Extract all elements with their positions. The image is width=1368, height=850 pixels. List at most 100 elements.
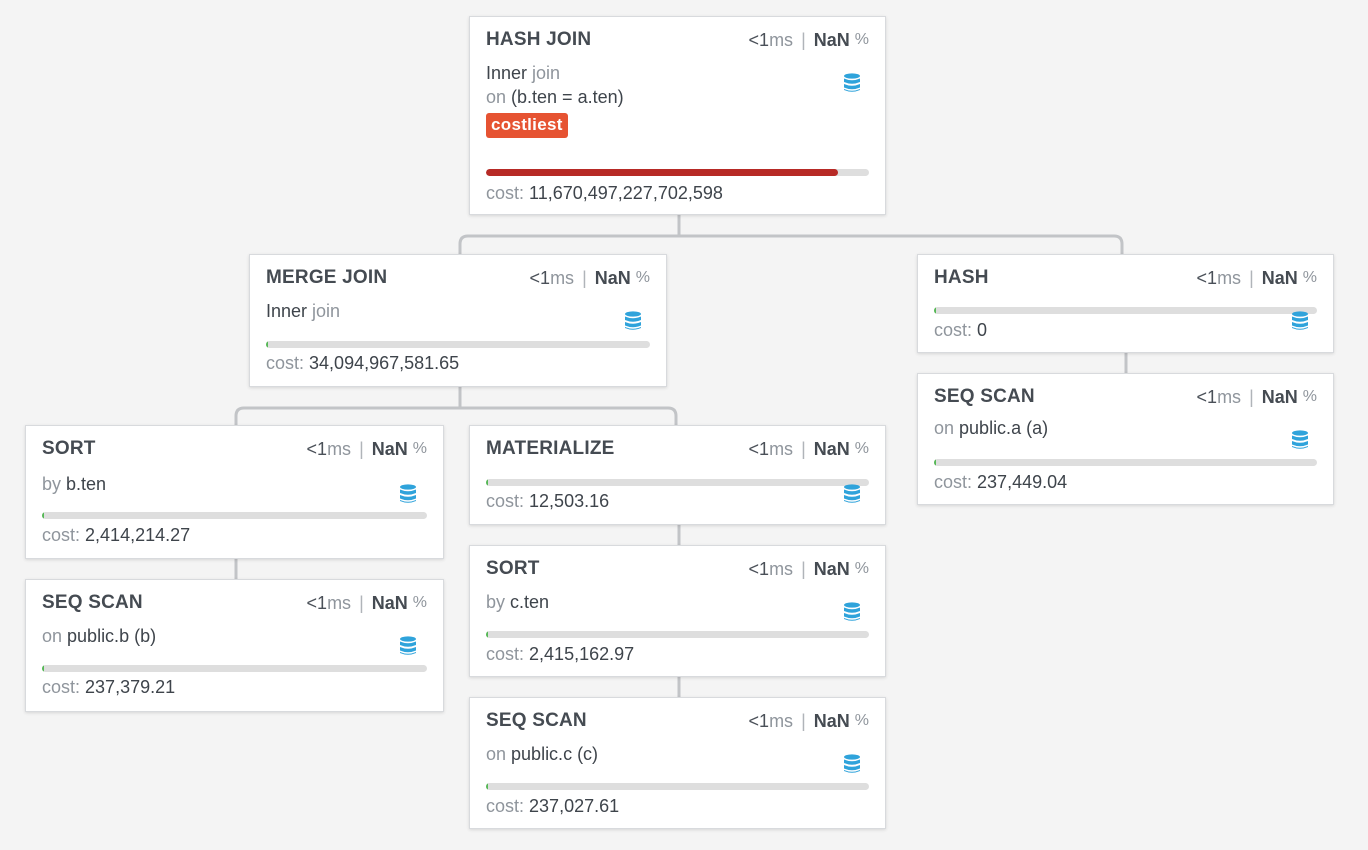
node-time-unit: ms: [1217, 386, 1242, 407]
cost-value: 34,094,967,581.65: [309, 353, 460, 373]
cost-bar-fill: [486, 783, 488, 790]
divider: |: [801, 558, 806, 579]
divider: |: [582, 267, 587, 288]
node-percent: NaN: [813, 438, 850, 459]
sort-key-label: by: [42, 474, 67, 494]
cost-value: 237,027.61: [529, 796, 620, 816]
node-percent: NaN: [594, 267, 631, 288]
node-relation: on public.b (b): [42, 624, 427, 648]
relation-value: public.c (c): [511, 744, 599, 764]
node-time: <1: [306, 592, 328, 613]
node-cost: cost: 0: [934, 320, 987, 341]
node-cost: cost: 237,027.61: [486, 796, 619, 817]
node-time-unit: ms: [769, 558, 794, 579]
cost-label: cost:: [486, 491, 525, 511]
divider: |: [359, 592, 364, 613]
sort-key-value: b.ten: [66, 474, 107, 494]
node-time: <1: [1196, 386, 1218, 407]
cost-value: 12,503.16: [529, 491, 610, 511]
node-title: SEQ SCAN: [486, 710, 587, 731]
node-time-unit: ms: [769, 438, 794, 459]
node-sort-key: by b.ten: [42, 472, 427, 496]
cost-label: cost:: [42, 677, 81, 697]
connector-merge-join-children: [234, 386, 678, 426]
percent-sign: %: [412, 594, 427, 611]
node-percent: NaN: [813, 558, 850, 579]
cost-bar-fill: [486, 169, 839, 176]
divider: |: [801, 29, 806, 50]
cost-bar: [42, 665, 427, 672]
join-condition-label: on: [486, 87, 512, 107]
cost-label: cost:: [486, 644, 525, 664]
node-time-unit: ms: [769, 710, 794, 731]
sort-key-label: by: [486, 592, 511, 612]
connector-hash-join-children: [458, 214, 1124, 255]
divider: |: [1249, 267, 1254, 288]
cost-label: cost:: [934, 472, 973, 492]
cost-value: 237,449.04: [977, 472, 1068, 492]
costliest-badge: costliest: [486, 113, 568, 138]
cost-bar: [42, 512, 427, 519]
percent-sign: %: [854, 440, 869, 457]
join-type-value: Inner: [486, 63, 528, 83]
node-title: MERGE JOIN: [266, 267, 388, 288]
cost-bar-fill: [934, 459, 936, 466]
cost-label: cost:: [934, 320, 973, 340]
node-join-type: Inner join: [486, 61, 869, 85]
node-percent: NaN: [371, 438, 408, 459]
sort-key-value: c.ten: [510, 592, 550, 612]
cost-value: 0: [977, 320, 988, 340]
node-time-unit: ms: [327, 592, 352, 613]
cost-value: 2,415,162.97: [529, 644, 635, 664]
cost-value: 11,670,497,227,702,598: [529, 183, 723, 203]
node-time-unit: ms: [327, 438, 352, 459]
node-relation: on public.c (c): [486, 742, 869, 766]
cost-bar-fill: [266, 341, 268, 348]
node-join-condition: on (b.ten = a.ten): [486, 85, 869, 109]
database-icon: [844, 602, 860, 621]
node-cost: cost: 2,415,162.97: [486, 644, 634, 665]
node-title: SORT: [42, 438, 96, 459]
node-sort-key: by c.ten: [486, 590, 869, 614]
node-time: <1: [529, 267, 551, 288]
database-icon: [625, 311, 641, 330]
node-title: SORT: [486, 558, 540, 579]
node-cost: cost: 237,449.04: [934, 472, 1067, 493]
percent-sign: %: [1302, 269, 1317, 286]
node-title: HASH: [934, 267, 989, 288]
cost-bar: [486, 783, 869, 790]
divider: |: [1249, 386, 1254, 407]
cost-bar: [934, 307, 1317, 314]
node-cost: cost: 34,094,967,581.65: [266, 353, 459, 374]
divider: |: [801, 438, 806, 459]
percent-sign: %: [1302, 388, 1317, 405]
cost-bar-fill: [486, 631, 488, 638]
node-join-type: Inner join: [266, 299, 650, 323]
cost-bar: [934, 459, 1317, 466]
node-percent: NaN: [1261, 267, 1298, 288]
node-cost: cost: 2,414,214.27: [42, 525, 190, 546]
cost-bar: [486, 169, 869, 176]
node-cost: cost: 237,379.21: [42, 677, 175, 698]
relation-label: on: [486, 744, 512, 764]
node-cost: cost: 12,503.16: [486, 491, 609, 512]
percent-sign: %: [412, 440, 427, 457]
node-percent: NaN: [813, 29, 850, 50]
node-time-unit: ms: [550, 267, 575, 288]
join-condition-value: (b.ten = a.ten): [511, 87, 624, 107]
